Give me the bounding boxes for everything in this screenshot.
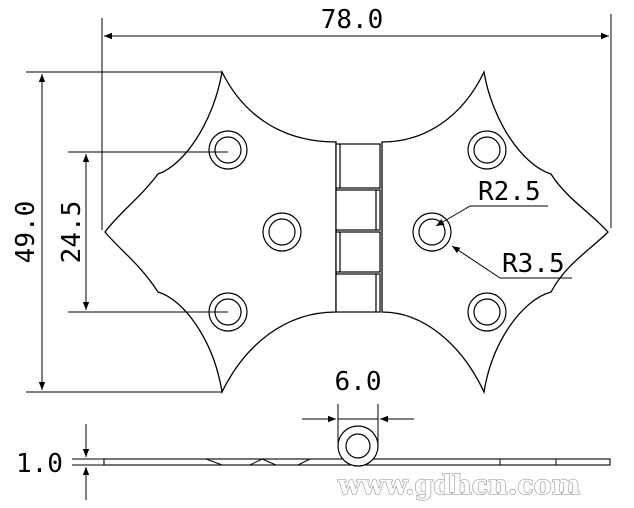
overall-width-label: 78.0 (321, 5, 384, 35)
inner-radius-label: R2.5 (478, 177, 541, 207)
dim-thickness: 1.0 (16, 424, 104, 500)
side-view (103, 425, 611, 467)
dim-knuckle-width: 6.0 (302, 367, 414, 446)
hole-left-top (208, 130, 248, 170)
overall-height-label: 49.0 (11, 201, 41, 264)
knuckle-segments (335, 143, 381, 313)
countersink-left-b (261, 458, 311, 466)
hole-right-middle (412, 212, 452, 252)
outer-radius-label: R3.5 (502, 249, 565, 279)
dim-overall-width: 78.0 (101, 5, 612, 230)
knuckle-2 (335, 189, 381, 231)
hole-right-bottom (467, 292, 507, 332)
dim-overall-height: 49.0 (11, 71, 222, 393)
hole-right-top (467, 130, 507, 170)
knuckle-width-label: 6.0 (335, 367, 382, 397)
hinge-outline (104, 69, 609, 395)
countersink-left-a (205, 458, 263, 466)
left-leaf-outline (104, 69, 337, 395)
knuckle-3 (335, 231, 381, 273)
dim-hole-spacing: 24.5 (57, 151, 228, 313)
side-knuckle (337, 425, 379, 467)
dim-radius-callouts: R2.5 R3.5 (435, 177, 572, 279)
hole-spacing-label: 24.5 (57, 201, 87, 264)
watermark: www.gdhcn.com (337, 470, 580, 501)
thickness-label: 1.0 (16, 449, 63, 479)
knuckle-1 (335, 143, 381, 189)
knuckle-4 (335, 273, 381, 313)
hole-left-middle (262, 212, 302, 252)
right-leaf-outline (381, 69, 609, 395)
